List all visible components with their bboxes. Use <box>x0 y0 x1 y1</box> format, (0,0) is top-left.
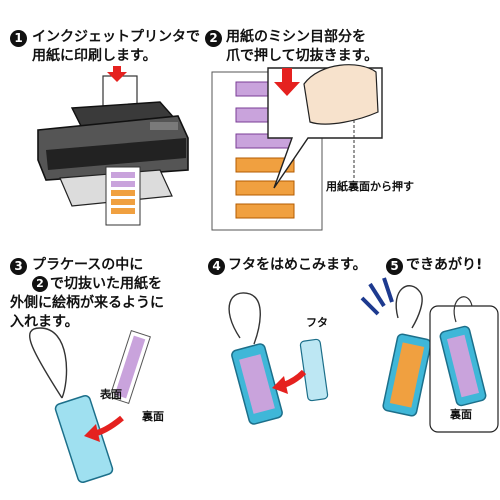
step-2: 2 用紙のミシン目部分を 爪で押して切抜きます。 用紙裏面から押す <box>200 0 500 245</box>
step-1-number: 1 <box>10 30 27 47</box>
step-4: 4 フタをはめこみます。 フタ <box>200 248 367 500</box>
finished-back-label: 裏面 <box>450 408 472 421</box>
front-label: 表面 <box>100 388 122 401</box>
finished-illustration <box>360 277 499 433</box>
step-4-caption-line1: フタをはめこみます。 <box>228 257 367 273</box>
step-5-number: 5 <box>386 258 403 275</box>
lid-attach-illustration <box>228 292 329 425</box>
lid-label: フタ <box>306 316 328 329</box>
step-2-reference-number: 2 <box>32 276 48 292</box>
step-3-caption-line1: プラケースの中に <box>32 257 144 273</box>
case-insert-illustration <box>29 327 151 484</box>
step-2-caption-line1: 用紙のミシン目部分を <box>226 29 366 45</box>
step-3-caption-line2-text: で切抜いた用紙を <box>50 276 162 292</box>
step-2-caption-line2: 爪で押して切抜きます。 <box>226 48 379 64</box>
step-1-caption-line2: 用紙に印刷します。 <box>32 48 157 64</box>
step-5-caption-line1: できあがり! <box>406 257 483 273</box>
step-5: 5 できあがり! 裏面 <box>360 248 500 500</box>
sheet-illustration <box>211 64 383 231</box>
step-3-caption-line4: 入れます。 <box>10 314 79 330</box>
step-1: 1 インクジェットプリンタで 用紙に印刷します。 <box>0 0 250 245</box>
back-label: 裏面 <box>142 410 164 423</box>
push-from-back-label: 用紙裏面から押す <box>326 180 414 193</box>
step-3-number: 3 <box>10 258 27 275</box>
step-3-caption-line3: 外側に絵柄が来るように <box>10 295 164 311</box>
step-1-caption-line1: インクジェットプリンタで <box>32 29 200 45</box>
printer-illustration <box>37 66 189 226</box>
step-4-number: 4 <box>208 258 225 275</box>
step-2-number: 2 <box>205 30 222 47</box>
